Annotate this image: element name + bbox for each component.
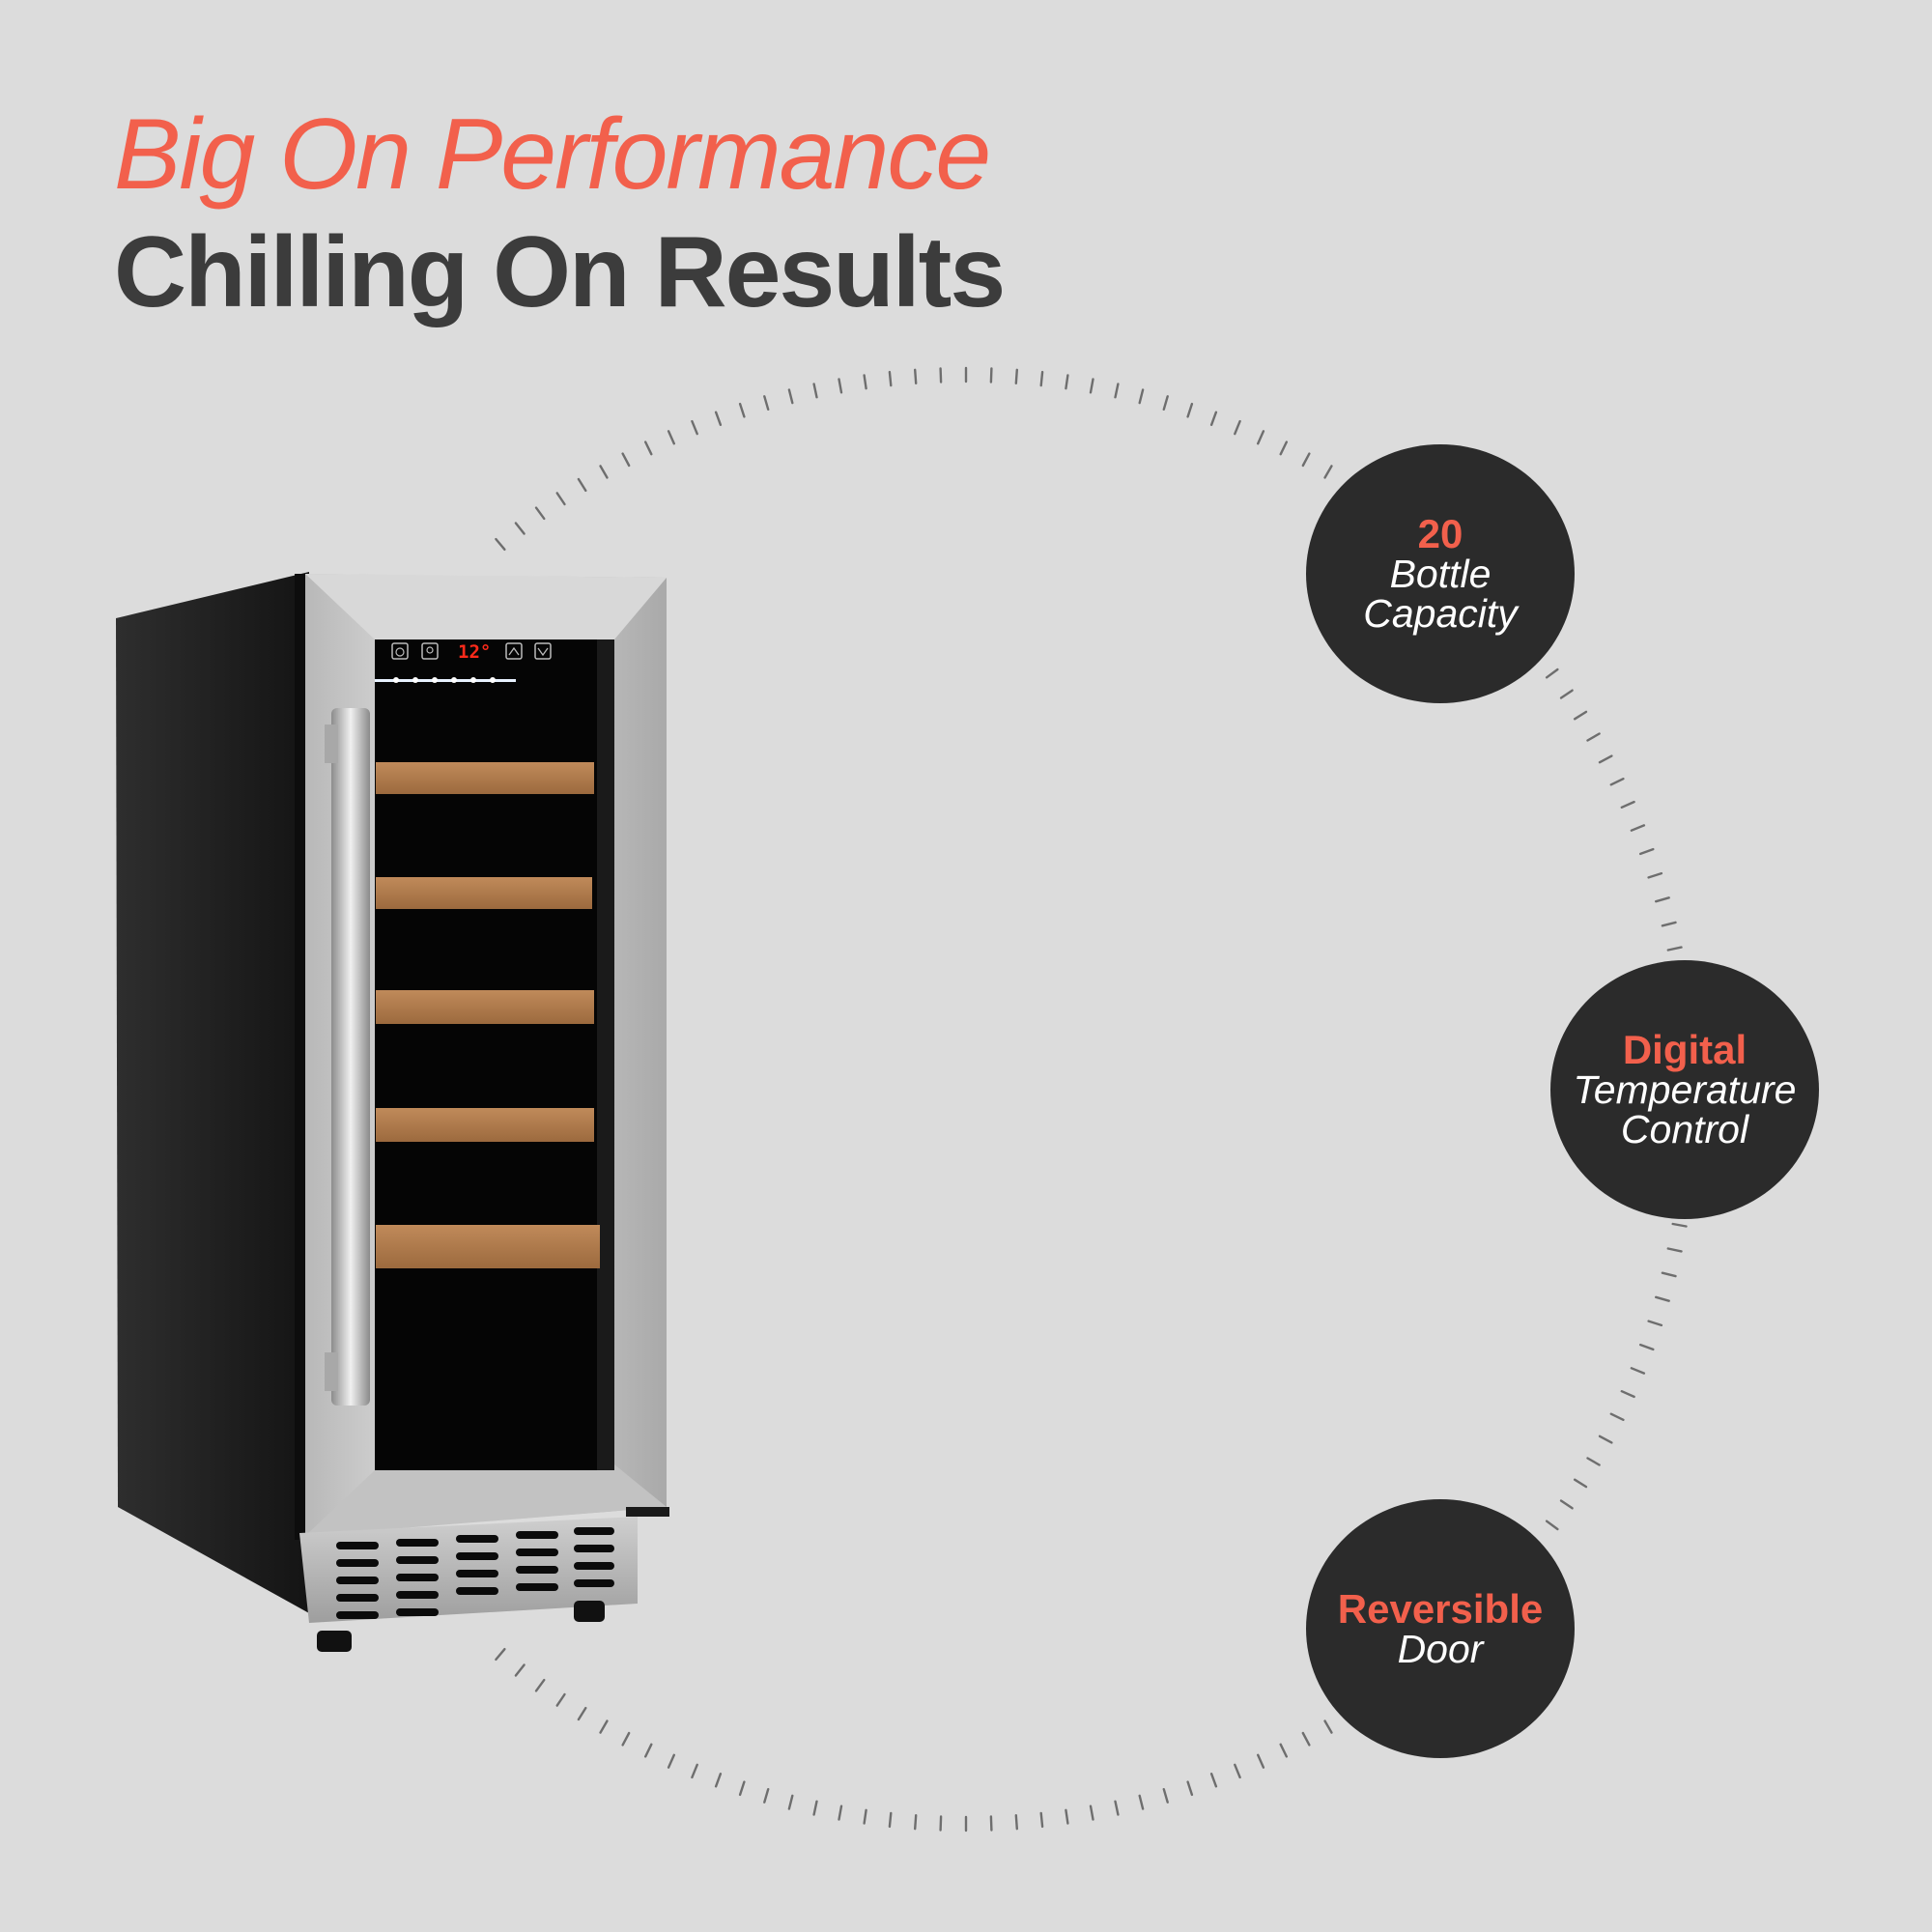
- up-arrow-icon: [505, 642, 523, 660]
- fridge-side-panel: [116, 572, 309, 1613]
- headline-line-1: Big On Performance: [114, 99, 991, 211]
- temperature-readout: 12°: [458, 641, 491, 663]
- badge-subtext: Bottle: [1389, 552, 1492, 596]
- badge-subtext: Temperature: [1573, 1067, 1797, 1112]
- feature-badge-reversible-door: Reversible Door: [1306, 1499, 1575, 1758]
- feature-badge-digital-temperature: Digital Temperature Control: [1550, 960, 1819, 1219]
- badge-highlight: Digital: [1622, 1027, 1747, 1072]
- led-light-strip: [375, 679, 516, 682]
- control-panel: 12°: [375, 641, 552, 683]
- badge-subtext: Control: [1620, 1107, 1749, 1151]
- door-handle: [331, 708, 370, 1406]
- headline: Big On Performance Chilling On Results: [114, 99, 1006, 328]
- badge-highlight: 20: [1417, 511, 1463, 556]
- feature-badge-bottle-capacity: 20 Bottle Capacity: [1306, 444, 1575, 703]
- badge-subtext: Door: [1397, 1626, 1484, 1671]
- power-icon: [391, 642, 409, 660]
- badge-highlight: Reversible: [1337, 1585, 1544, 1632]
- fridge-foot-left: [317, 1631, 352, 1652]
- wine-shelves: [376, 762, 600, 1268]
- headline-line-2: Chilling On Results: [114, 216, 1006, 328]
- badge-subtext: Capacity: [1363, 591, 1518, 636]
- light-bulb-icon: [421, 642, 439, 660]
- fridge-foot-right: [574, 1601, 605, 1622]
- down-arrow-icon: [534, 642, 552, 660]
